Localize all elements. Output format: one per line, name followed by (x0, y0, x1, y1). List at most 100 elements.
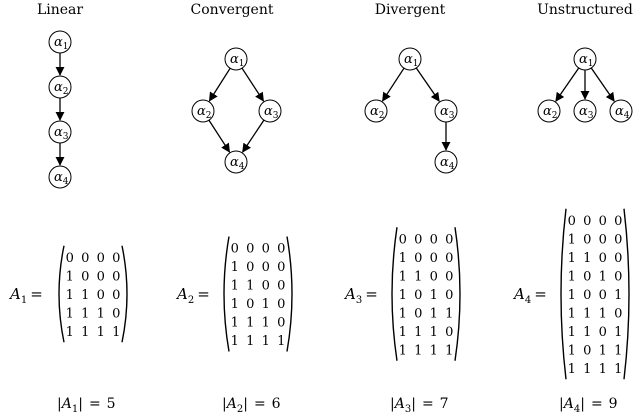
matrix-symbol: A (343, 285, 356, 303)
node-subscript: 4 (63, 177, 69, 187)
node-subscript: 2 (552, 111, 558, 121)
node-symbol: α (370, 104, 379, 119)
matrix-cell: 0 (614, 306, 622, 321)
cardinality-value: 9 (609, 396, 618, 412)
matrix-cell: 1 (614, 343, 622, 358)
abs-bar-right: | (243, 396, 248, 412)
node-circle (48, 165, 72, 189)
cardinality-label: |A3|=7 (390, 396, 449, 415)
matrix-cell: 1 (66, 306, 74, 321)
matrix-lhs: A1= (8, 285, 43, 306)
abs-bar-right: | (580, 396, 585, 412)
matrix-cell: 0 (262, 260, 270, 275)
matrix-cell: 0 (277, 279, 285, 294)
matrix-symbol: A (175, 285, 188, 303)
node-symbol: α (54, 125, 63, 140)
node-subscript: 3 (588, 111, 594, 121)
cardinality-equals: = (591, 396, 603, 412)
matrix-cell: 1 (583, 325, 591, 340)
matrix-cell: 1 (599, 269, 607, 284)
matrix-cell: 1 (231, 279, 239, 294)
graph-node: α1 (398, 47, 422, 71)
matrix-index: 3 (356, 295, 362, 306)
node-subscript: 1 (239, 59, 245, 69)
abs-bar-left: | (559, 396, 564, 412)
matrix-cell: 0 (97, 288, 105, 303)
matrix-right-paren (623, 208, 630, 380)
matrix-cell: 1 (246, 316, 254, 331)
node-symbol: α (615, 104, 624, 119)
node-label: α2 (197, 104, 212, 121)
matrix-cell: 0 (112, 306, 120, 321)
matrix-cell: 0 (81, 269, 89, 284)
node-label: α1 (404, 52, 419, 69)
matrix-symbol: A (512, 285, 525, 303)
matrix-lhs: A2= (175, 285, 210, 306)
matrix-cell: 0 (262, 242, 270, 257)
node-circle (191, 99, 215, 123)
matrix-index: 1 (21, 295, 27, 306)
node-label: α3 (54, 125, 69, 142)
cardinality-value: 7 (440, 396, 449, 412)
matrix-cell: 1 (568, 343, 576, 358)
graph-node: α4 (48, 165, 72, 189)
graph-node: α4 (434, 150, 458, 174)
graph-node: α2 (48, 75, 72, 99)
matrix-cell: 1 (97, 325, 105, 340)
node-subscript: 2 (63, 87, 69, 97)
matrix-cell: 1 (66, 269, 74, 284)
node-circle (224, 47, 248, 71)
node-circle (609, 99, 633, 123)
cardinality-value: 5 (107, 396, 116, 412)
node-circle (48, 30, 72, 54)
node-symbol: α (440, 155, 449, 170)
node-subscript: 4 (624, 111, 630, 121)
cardinality-index: 4 (574, 404, 580, 415)
matrix-cell: 1 (414, 325, 422, 340)
matrix-cell: 0 (246, 242, 254, 257)
matrix-cell: 0 (599, 232, 607, 247)
matrix-cell: 1 (568, 232, 576, 247)
abs-bar-left: | (57, 396, 62, 412)
matrix-lhs: A4= (512, 285, 547, 306)
node-circle (224, 150, 248, 174)
matrix-cell: 0 (112, 269, 120, 284)
node-symbol: α (54, 35, 63, 50)
cardinality-label: |A1|=5 (57, 396, 116, 415)
matrix-cell: 1 (614, 325, 622, 340)
node-symbol: α (230, 52, 239, 67)
equals-sign: = (30, 285, 43, 303)
cardinality-symbol: A (60, 396, 72, 412)
matrix-cell: 0 (97, 251, 105, 266)
matrix-left-paren (58, 245, 65, 343)
matrix-cell: 0 (445, 325, 453, 340)
node-symbol: α (54, 170, 63, 185)
abs-bar-left: | (222, 396, 227, 412)
matrix-cell: 1 (614, 362, 622, 377)
node-label: α2 (54, 80, 69, 97)
node-circle (573, 99, 597, 123)
matrix-cell: 1 (81, 325, 89, 340)
cardinality-equals: = (422, 396, 434, 412)
matrix-index: 2 (188, 295, 194, 306)
node-circle (48, 120, 72, 144)
equals-sign: = (534, 285, 547, 303)
matrix-cell: 1 (445, 343, 453, 358)
node-circle (537, 99, 561, 123)
matrix-cell: 1 (66, 325, 74, 340)
matrix-cell: 1 (599, 343, 607, 358)
matrix-cell: 1 (112, 325, 120, 340)
node-symbol: α (579, 52, 588, 67)
graph-edge (208, 67, 231, 102)
node-symbol: α (264, 104, 273, 119)
node-label: α4 (230, 155, 245, 172)
node-label: α4 (440, 155, 455, 172)
node-circle (258, 99, 282, 123)
matrix-cell: 0 (583, 288, 591, 303)
node-circle (364, 99, 388, 123)
